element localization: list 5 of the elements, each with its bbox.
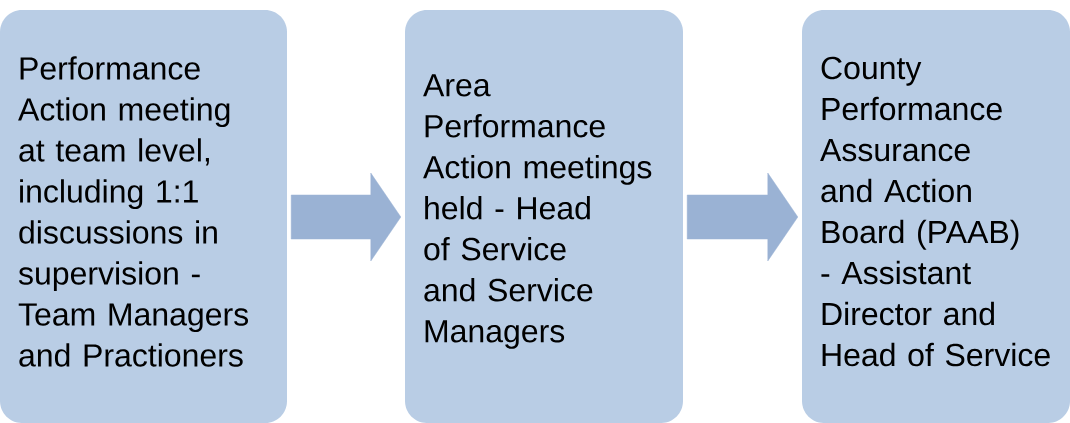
- process-box: County Performance Assurance and Action Board (PAAB) - Assistant Director and Head of Service: [802, 10, 1070, 423]
- process-box: Area Performance Action meetings held - Head of Service and Service Managers: [405, 10, 683, 423]
- block-arrow: [686, 172, 799, 262]
- block-arrow: [290, 172, 402, 262]
- process-box: Performance Action meeting at team level, including 1:1 discussions in supervision - Team Managers and Practioners: [0, 10, 287, 423]
